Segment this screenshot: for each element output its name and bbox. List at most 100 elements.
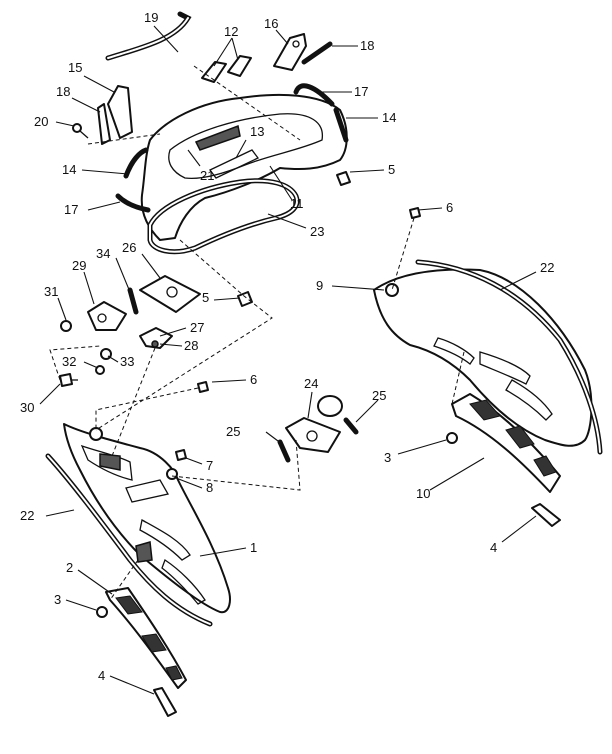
part-16-bracket (273, 33, 307, 71)
part-20-screw (72, 123, 89, 139)
part-2-vent-1 (115, 595, 143, 615)
part-28-pin (151, 340, 159, 348)
part-17-strip-top (293, 83, 335, 107)
callout-5-lower: 5 (202, 290, 209, 305)
leader-14-left (81, 169, 129, 175)
leader-10 (429, 457, 485, 491)
part-24-keyhole (306, 430, 318, 442)
leader-12b (231, 37, 239, 61)
leader-6-left (211, 379, 247, 383)
callout-18-right: 18 (360, 38, 374, 53)
callout-4-left: 4 (98, 668, 105, 683)
dash-12-to-11 (193, 65, 301, 141)
part-24-lock-cylinder (317, 395, 343, 417)
callout-6-right: 6 (446, 200, 453, 215)
leader-32 (83, 361, 99, 369)
part-10-vent-2 (505, 425, 535, 449)
callout-13: 13 (250, 124, 264, 139)
callout-27: 27 (190, 320, 204, 335)
part-9-slot-2 (505, 379, 553, 421)
leader-25-right (355, 399, 379, 423)
leader-31 (57, 297, 67, 321)
leader-lines (39, 25, 537, 695)
part-1-upper-recess (80, 444, 133, 481)
callout-7: 7 (206, 458, 213, 473)
part-26-plate (139, 275, 201, 313)
callout-22-right: 22 (540, 260, 554, 275)
leader-18-left (71, 97, 101, 113)
part-26-hole (166, 286, 178, 298)
part-25-pin-right (343, 417, 359, 435)
callout-24: 24 (304, 376, 318, 391)
leader-20 (55, 121, 75, 127)
leader-33 (107, 355, 119, 363)
callout-23: 23 (310, 224, 324, 239)
leader-27 (159, 327, 187, 337)
part-8-washer (166, 468, 178, 480)
leader-21 (187, 149, 201, 167)
part-25-pin-left (277, 439, 291, 463)
part-18-strip-right (301, 41, 333, 65)
callout-11: 11 (290, 196, 304, 211)
leader-7 (185, 457, 203, 465)
part-11-inner-cutout (168, 113, 323, 180)
side-panel-right-assembly (373, 207, 603, 527)
leader-22-left (45, 509, 75, 517)
part-18-strip-left (97, 103, 111, 145)
callout-4-right: 4 (490, 540, 497, 555)
callout-32: 32 (62, 354, 76, 369)
leader-13 (235, 139, 247, 159)
callout-16: 16 (264, 16, 278, 31)
leader-19 (153, 25, 179, 53)
part-22-seal-left-inner (47, 455, 211, 625)
latch-assembly (59, 275, 253, 387)
dash-28-to-1 (111, 347, 156, 457)
leader-5-lower (213, 297, 241, 301)
part-19-trim-strip-inner (107, 17, 189, 59)
part-4-cap-right (531, 503, 561, 527)
part-6-screw-right (409, 207, 421, 219)
leader-34 (115, 257, 131, 293)
leader-1 (199, 547, 247, 557)
callout-31: 31 (44, 284, 58, 299)
callout-8: 8 (206, 480, 213, 495)
part-16-hole (292, 40, 300, 48)
callout-5-upper: 5 (388, 162, 395, 177)
callout-15: 15 (68, 60, 82, 75)
part-29-hole (97, 313, 107, 323)
callout-17-right: 17 (354, 84, 368, 99)
part-9-slot-1 (479, 351, 531, 385)
part-1-clip (135, 541, 153, 563)
rear-cowl-assembly (72, 11, 351, 255)
dash-20-to-11 (87, 133, 161, 145)
callout-14-right: 14 (382, 110, 396, 125)
leader-23 (267, 213, 307, 229)
dash-8-to-24 (171, 439, 301, 491)
lock-assembly (277, 395, 359, 463)
part-5-grommet-upper (336, 171, 351, 186)
leader-8 (175, 477, 203, 489)
part-22-seal-right-inner (417, 261, 601, 453)
callout-22-left: 22 (20, 508, 34, 523)
leader-24 (307, 391, 313, 419)
part-6-screw-left (197, 381, 209, 393)
callout-6-left: 6 (250, 372, 257, 387)
callout-26: 26 (122, 240, 136, 255)
leader-9 (331, 285, 385, 291)
part-29-hinge (87, 301, 127, 331)
part-1-lower-slot-1 (139, 518, 191, 561)
callout-10: 10 (416, 486, 430, 501)
part-1-latch-plate (99, 453, 121, 471)
callout-25-left: 25 (226, 424, 240, 439)
callout-3-left: 3 (54, 592, 61, 607)
callout-18-left: 18 (56, 84, 70, 99)
callout-19: 19 (144, 10, 158, 25)
leader-26 (141, 253, 161, 279)
leader-12a (213, 37, 233, 67)
callout-2: 2 (66, 560, 73, 575)
dash-1-to-2 (109, 559, 139, 601)
leader-28 (159, 343, 183, 347)
part-21-grille (194, 124, 241, 151)
part-2-vent-3 (165, 665, 183, 681)
